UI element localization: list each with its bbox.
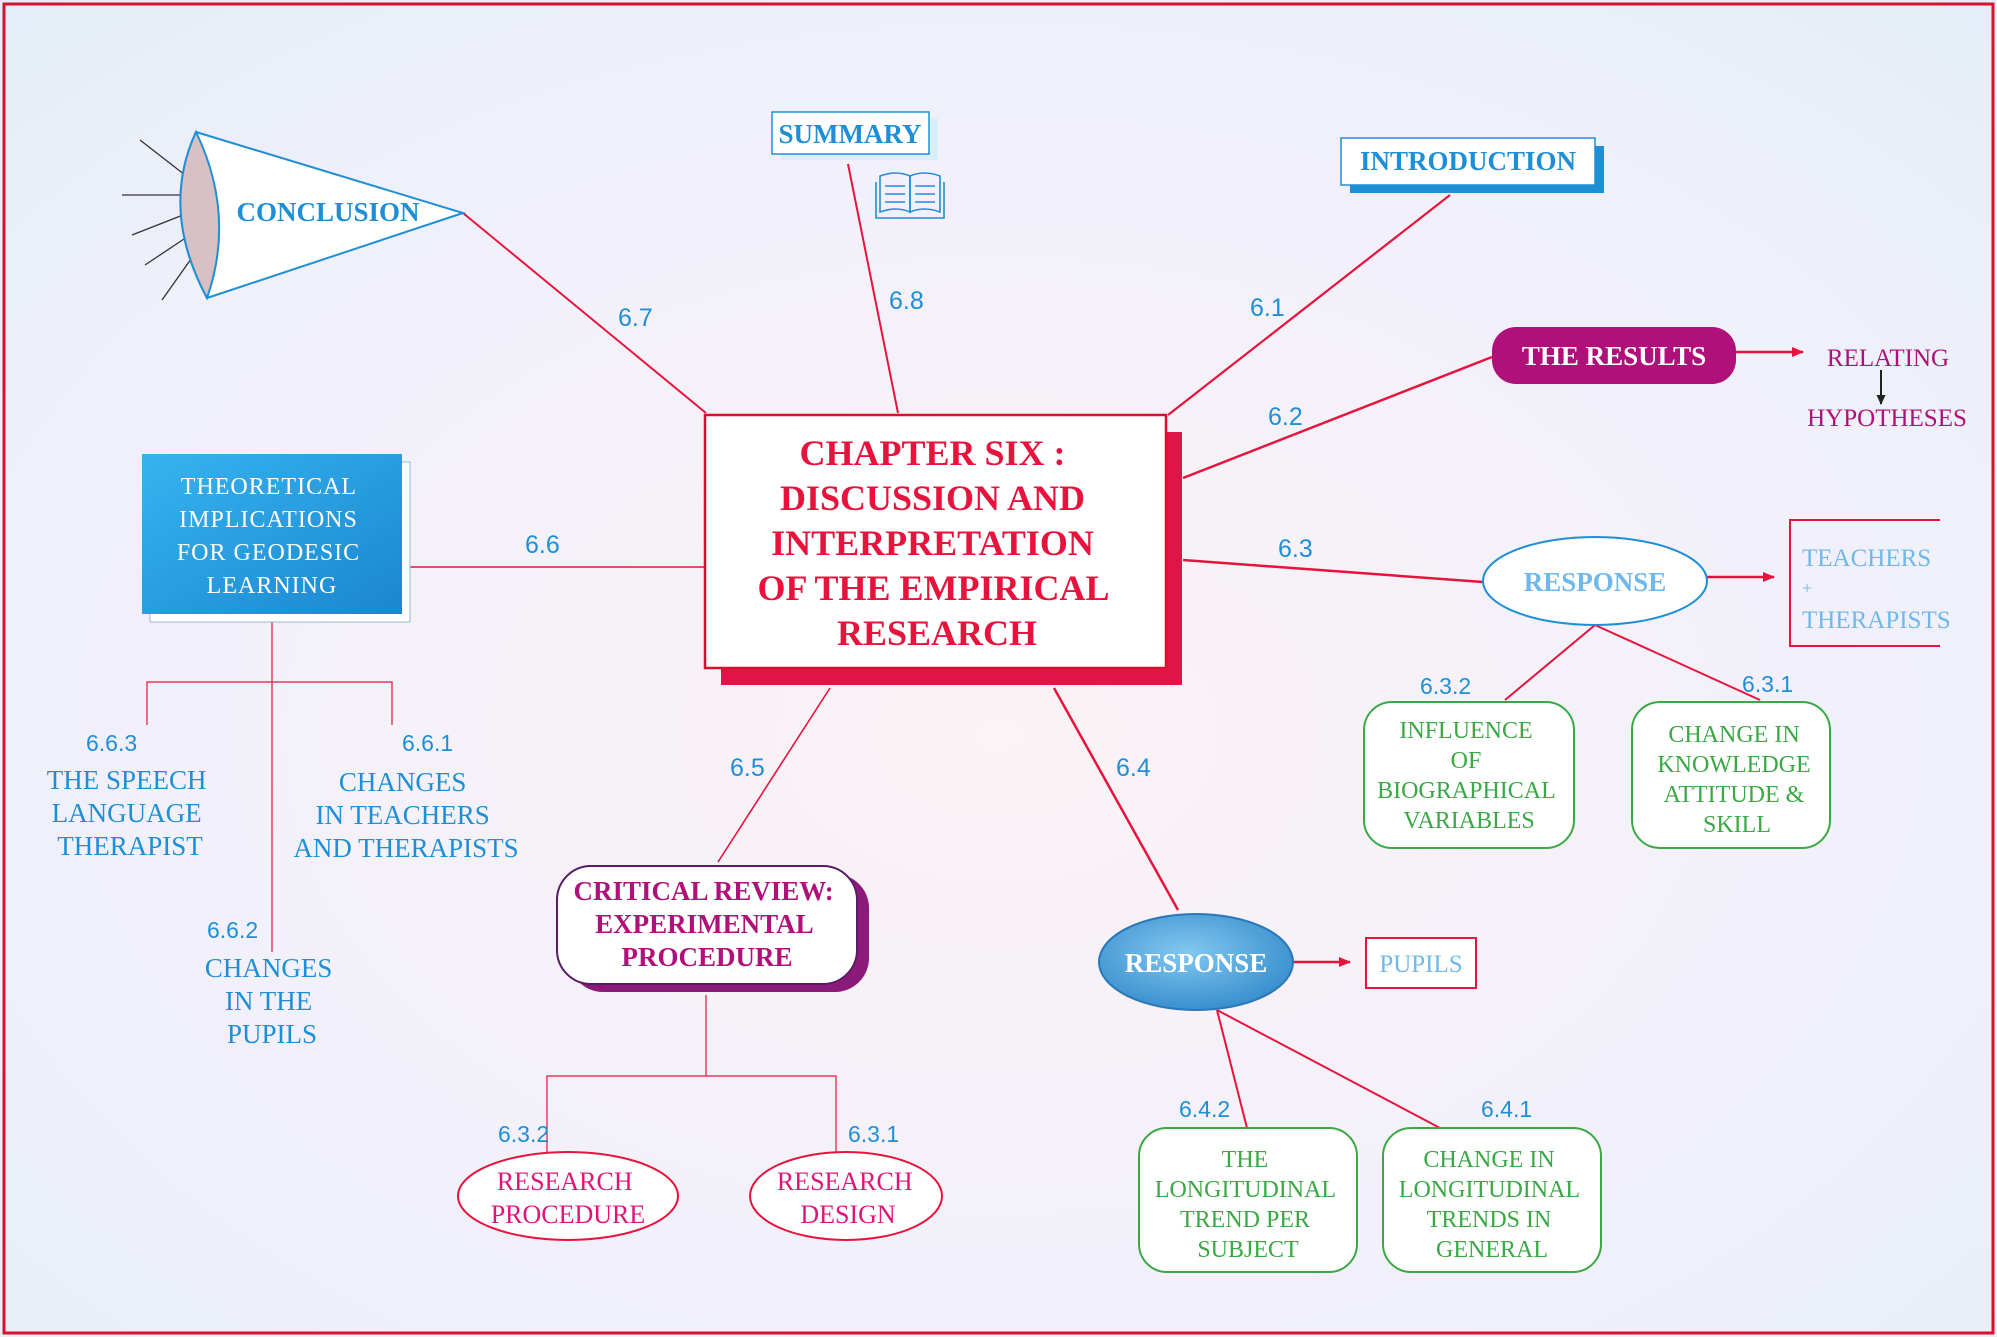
connectors: [146, 163, 1804, 1155]
center-box: CHAPTER SIX : DISCUSSION AND INTERPRETAT…: [703, 413, 1182, 685]
number-6-6-2: 6.6.2: [207, 917, 258, 943]
critical-review-box: [556, 865, 858, 985]
lens-face: [179, 129, 221, 301]
change-knowledge-box: [1631, 701, 1831, 849]
theoretical-box: [142, 454, 402, 614]
results-pill: [1492, 327, 1736, 384]
center-title: CHAPTER SIX : DISCUSSION AND INTERPRETAT…: [757, 433, 1116, 653]
research-procedure-ellipse: [457, 1151, 679, 1241]
research-design-label: RESEARCH DESIGN: [777, 1167, 919, 1229]
line-results: [1182, 355, 1493, 480]
branch-641: [1216, 1009, 1441, 1129]
response-teachers-label: RESPONSE: [1524, 567, 1667, 597]
longitudinal-subject-box: [1138, 1127, 1358, 1273]
changes-teachers-label: CHANGES IN TEACHERS AND THERAPISTS: [293, 767, 518, 863]
response-pupils-ellipse: [1098, 913, 1294, 1011]
number-6-5: 6.5: [730, 754, 765, 782]
longitudinal-subject-node: THE LONGITUDINAL TREND PER SUBJECT: [1138, 1127, 1358, 1273]
theoretical-node: THEORETICAL IMPLICATIONS FOR GEODESIC LE…: [142, 454, 411, 623]
pupils-rect: [1365, 937, 1477, 989]
line-response-teachers: [1182, 558, 1484, 584]
number-6-6-1: 6.6.1: [402, 730, 453, 756]
relating-label: RELATING: [1827, 345, 1949, 372]
theoretical-label: THEORETICAL IMPLICATIONS FOR GEODESIC LE…: [177, 474, 367, 599]
longitudinal-general-label: CHANGE IN LONGITUDINAL TRENDS IN GENERAL: [1399, 1147, 1585, 1263]
response-teachers-ellipse: [1482, 536, 1708, 626]
response-pupils-label: RESPONSE: [1125, 948, 1268, 978]
pupils-box: PUPILS: [1365, 937, 1477, 989]
lens-icon: [122, 129, 467, 301]
line-critical-review: [717, 687, 831, 863]
change-knowledge-label: CHANGE IN KNOWLEDGE ATTITUDE & SKILL: [1657, 722, 1816, 838]
number-6-3-2-b: 6.3.2: [498, 1121, 549, 1147]
branch-632: [1504, 624, 1596, 701]
results-node: THE RESULTS: [1492, 327, 1736, 384]
influence-label: INFLUENCE OF BIOGRAPHICAL VARIABLES: [1377, 718, 1561, 834]
longitudinal-general-node: CHANGE IN LONGITUDINAL TRENDS IN GENERAL: [1382, 1127, 1602, 1273]
results-label: THE RESULTS: [1522, 341, 1706, 371]
introduction-label: INTRODUCTION: [1360, 146, 1577, 176]
line-conclusion: [462, 212, 707, 414]
conclusion-label: CONCLUSION: [236, 197, 420, 227]
changes-pupils-label: CHANGES IN THE PUPILS: [205, 953, 339, 1049]
teachers-therapists-box: TEACHERS + THERAPISTS: [1789, 519, 1951, 647]
research-design-ellipse: [749, 1151, 943, 1241]
book-icon: [875, 172, 945, 219]
number-6-1: 6.1: [1250, 294, 1285, 322]
response-teachers-node: RESPONSE: [1482, 536, 1708, 626]
longitudinal-subject-label: THE LONGITUDINAL TREND PER SUBJECT: [1155, 1147, 1341, 1263]
change-knowledge-node: CHANGE IN KNOWLEDGE ATTITUDE & SKILL: [1631, 701, 1831, 849]
teachers-label: TEACHERS: [1802, 545, 1931, 572]
research-procedure-label: RESEARCH PROCEDURE: [491, 1167, 646, 1229]
number-6-8: 6.8: [889, 287, 924, 315]
branch-642: [1216, 1009, 1248, 1129]
center-box-face: [703, 413, 1168, 670]
number-6-6-3: 6.6.3: [86, 730, 137, 756]
number-6-3-1-a: 6.3.1: [1742, 671, 1793, 697]
teachers-bracket: [1789, 519, 1940, 647]
plus-sign: +: [1802, 578, 1812, 598]
number-6-4-2: 6.4.2: [1179, 1096, 1230, 1122]
number-6-3: 6.3: [1278, 535, 1313, 563]
research-design-node: RESEARCH DESIGN: [749, 1151, 943, 1241]
summary-label: SUMMARY: [778, 119, 921, 149]
influence-box: [1363, 701, 1575, 849]
longitudinal-general-box: [1382, 1127, 1602, 1273]
number-6-3-2-a: 6.3.2: [1420, 673, 1471, 699]
number-6-4-1: 6.4.1: [1481, 1096, 1532, 1122]
critical-review-label: CRITICAL REVIEW: EXPERIMENTAL PROCEDURE: [573, 876, 840, 972]
therapists-label: THERAPISTS: [1802, 607, 1951, 634]
response-pupils-node: RESPONSE: [1098, 913, 1294, 1011]
summary-node: SUMMARY: [771, 111, 938, 160]
research-procedure-node: RESEARCH PROCEDURE: [457, 1151, 679, 1241]
branch-631: [1594, 624, 1761, 701]
number-6-2: 6.2: [1268, 403, 1303, 431]
line-response-pupils: [1052, 687, 1180, 911]
bracket-left: [546, 995, 707, 1155]
summary-box: [771, 111, 930, 155]
number-6-7: 6.7: [618, 304, 653, 332]
influence-node: INFLUENCE OF BIOGRAPHICAL VARIABLES: [1363, 701, 1575, 849]
hypotheses-label: HYPOTHESES: [1807, 405, 1967, 432]
bracket-right: [706, 1075, 837, 1155]
number-6-3-1-b: 6.3.1: [848, 1121, 899, 1147]
introduction-box: [1340, 137, 1596, 186]
introduction-node: INTRODUCTION: [1340, 137, 1604, 193]
critical-review-node: CRITICAL REVIEW: EXPERIMENTAL PROCEDURE: [556, 865, 869, 992]
line-introduction: [1167, 194, 1451, 416]
speech-therapist-label: THE SPEECH LANGUAGE THERAPIST: [47, 765, 214, 861]
number-6-6: 6.6: [525, 531, 560, 559]
pupils-label: PUPILS: [1379, 951, 1462, 978]
bracket-top: [146, 681, 393, 725]
number-6-4: 6.4: [1116, 754, 1151, 782]
line-summary: [847, 163, 899, 414]
